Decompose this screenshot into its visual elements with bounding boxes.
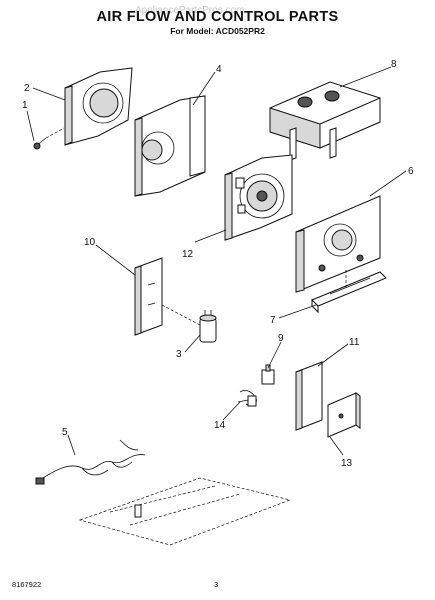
part-7-control-bracket[interactable] — [311, 270, 387, 314]
callout-5: 5 — [62, 427, 68, 438]
callout-labels: 2 1 3 4 5 6 7 8 9 10 11 12 13 14 — [22, 59, 414, 469]
callout-14: 14 — [214, 420, 226, 431]
base-pan-reference — [78, 477, 292, 546]
part-12-blower-housing[interactable] — [224, 154, 293, 241]
part-13-mounting-bracket[interactable] — [327, 392, 361, 438]
callout-6: 6 — [408, 166, 414, 177]
part-10-capacitor-bracket[interactable] — [134, 257, 163, 336]
callout-12: 12 — [182, 249, 194, 260]
callout-8: 8 — [391, 59, 397, 70]
callout-4: 4 — [216, 64, 222, 75]
callout-10: 10 — [84, 237, 96, 248]
callout-11: 11 — [349, 337, 360, 348]
part-5-wire-harness[interactable] — [35, 439, 146, 485]
callout-9: 9 — [278, 333, 284, 344]
part-11-control-box[interactable] — [295, 361, 323, 431]
callout-1: 1 — [22, 100, 28, 111]
page-title: AIR FLOW AND CONTROL PARTS — [96, 9, 339, 25]
part-14-thermostat[interactable] — [237, 390, 257, 407]
part-8-insulation-cover[interactable] — [269, 81, 381, 161]
part-6-bulkhead-panel[interactable] — [295, 195, 381, 293]
callout-13: 13 — [341, 458, 353, 469]
callout-7: 7 — [270, 315, 276, 326]
part-3-capacitor[interactable] — [161, 304, 217, 343]
part-1-screw[interactable] — [33, 127, 65, 150]
page-number: 3 — [214, 580, 219, 589]
part-4-orifice-panel[interactable] — [134, 95, 206, 197]
callout-3: 3 — [176, 349, 182, 360]
callout-leaders — [26, 66, 407, 456]
document-number: 8167922 — [12, 580, 42, 589]
callout-2: 2 — [24, 83, 30, 94]
model-subtitle: For Model: ACD052PR2 — [170, 26, 265, 36]
part-2-deflector-panel[interactable] — [64, 67, 133, 146]
watermark: AppliancePartsPros.com — [135, 5, 245, 16]
